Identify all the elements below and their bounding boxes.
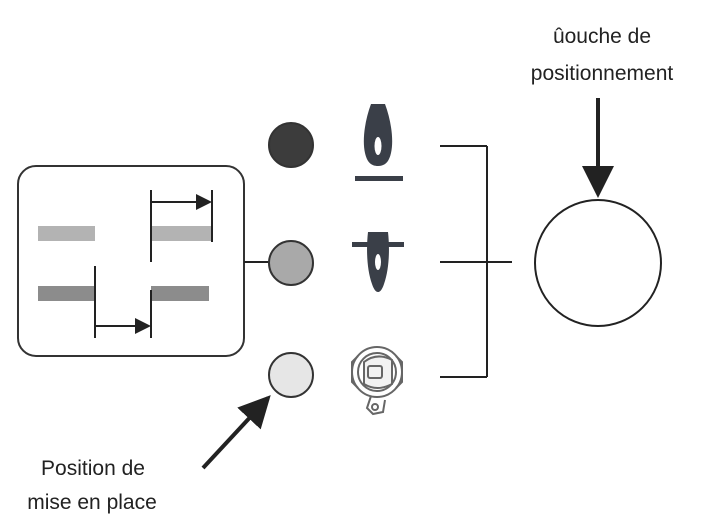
needle-down-icon <box>352 232 404 292</box>
lower-bar-right <box>151 286 209 301</box>
setup-label-line1: Position de <box>41 457 145 480</box>
lower-bar-left <box>38 286 95 301</box>
indicator-dark <box>268 122 314 168</box>
button-label-line1: ûouche de <box>553 25 651 48</box>
setup-arrow <box>201 395 271 470</box>
button-label-line2: positionnement <box>531 62 674 85</box>
bobbin-case-icon <box>351 346 403 416</box>
needle-up-icon <box>355 104 403 181</box>
indicator-light <box>268 352 314 398</box>
indicator-medium <box>268 240 314 286</box>
setup-label-line2: mise en place <box>27 491 157 514</box>
upper-bar-right <box>151 226 211 241</box>
upper-bar-left <box>38 226 95 241</box>
connector-bracket <box>440 145 512 378</box>
stitch-position-panel <box>17 165 245 357</box>
positioning-button <box>534 199 662 327</box>
